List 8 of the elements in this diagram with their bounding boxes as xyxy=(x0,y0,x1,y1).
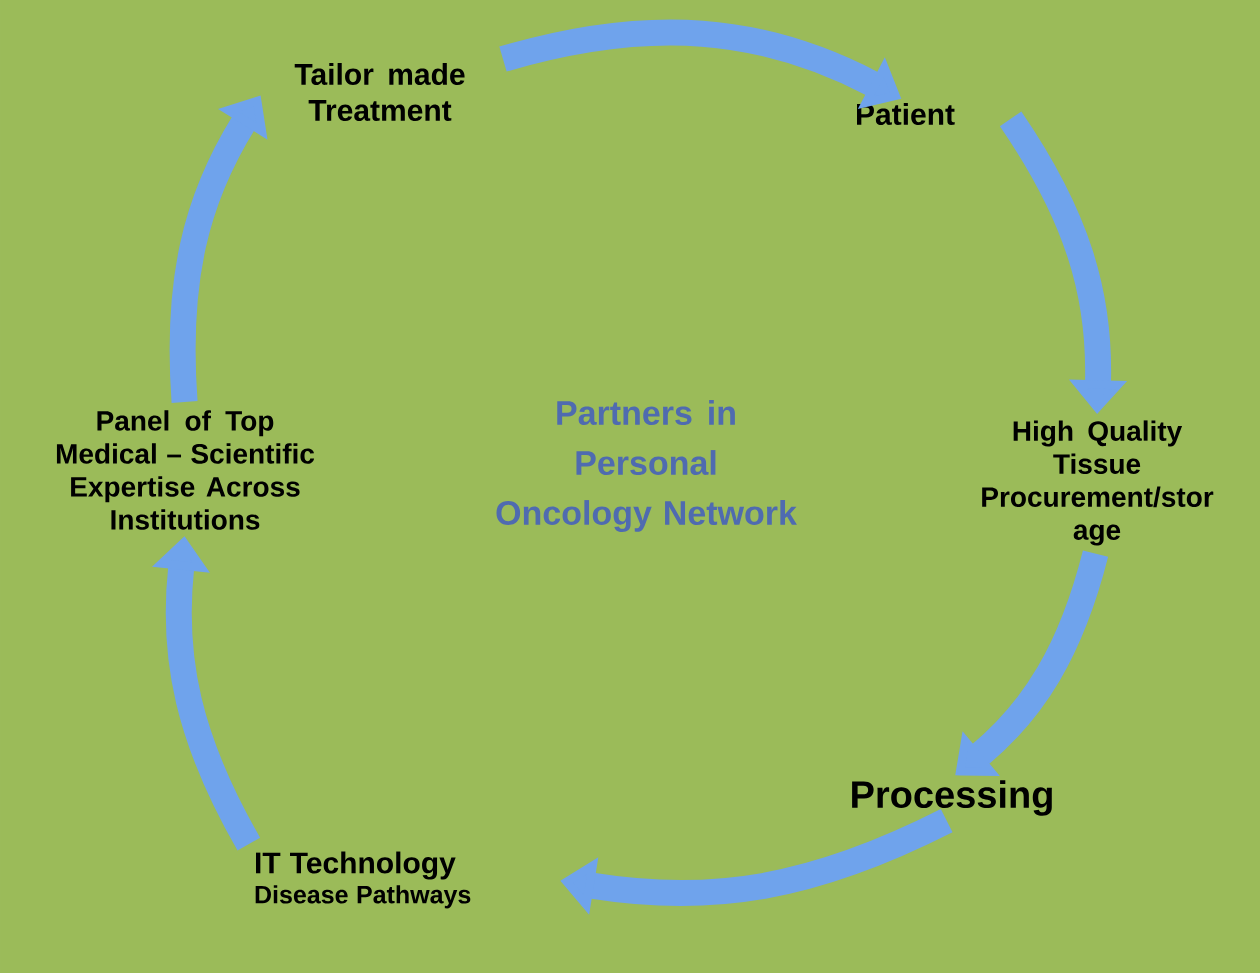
step-label: Panel of Top Medical – Scientific Expertise Across Institutions xyxy=(56,410,315,530)
center-title: Partners in Personal Oncology Network xyxy=(496,400,797,532)
step-label: Tailor made Treatment xyxy=(294,63,465,121)
step-label: IT Technology Disease Pathways xyxy=(255,851,471,909)
curved-arrow xyxy=(955,550,1109,777)
step-label: High Quality Tissue Procurement/stor age xyxy=(982,420,1214,546)
step-label: Processing xyxy=(852,780,1052,816)
step-label: Patient xyxy=(857,103,955,125)
